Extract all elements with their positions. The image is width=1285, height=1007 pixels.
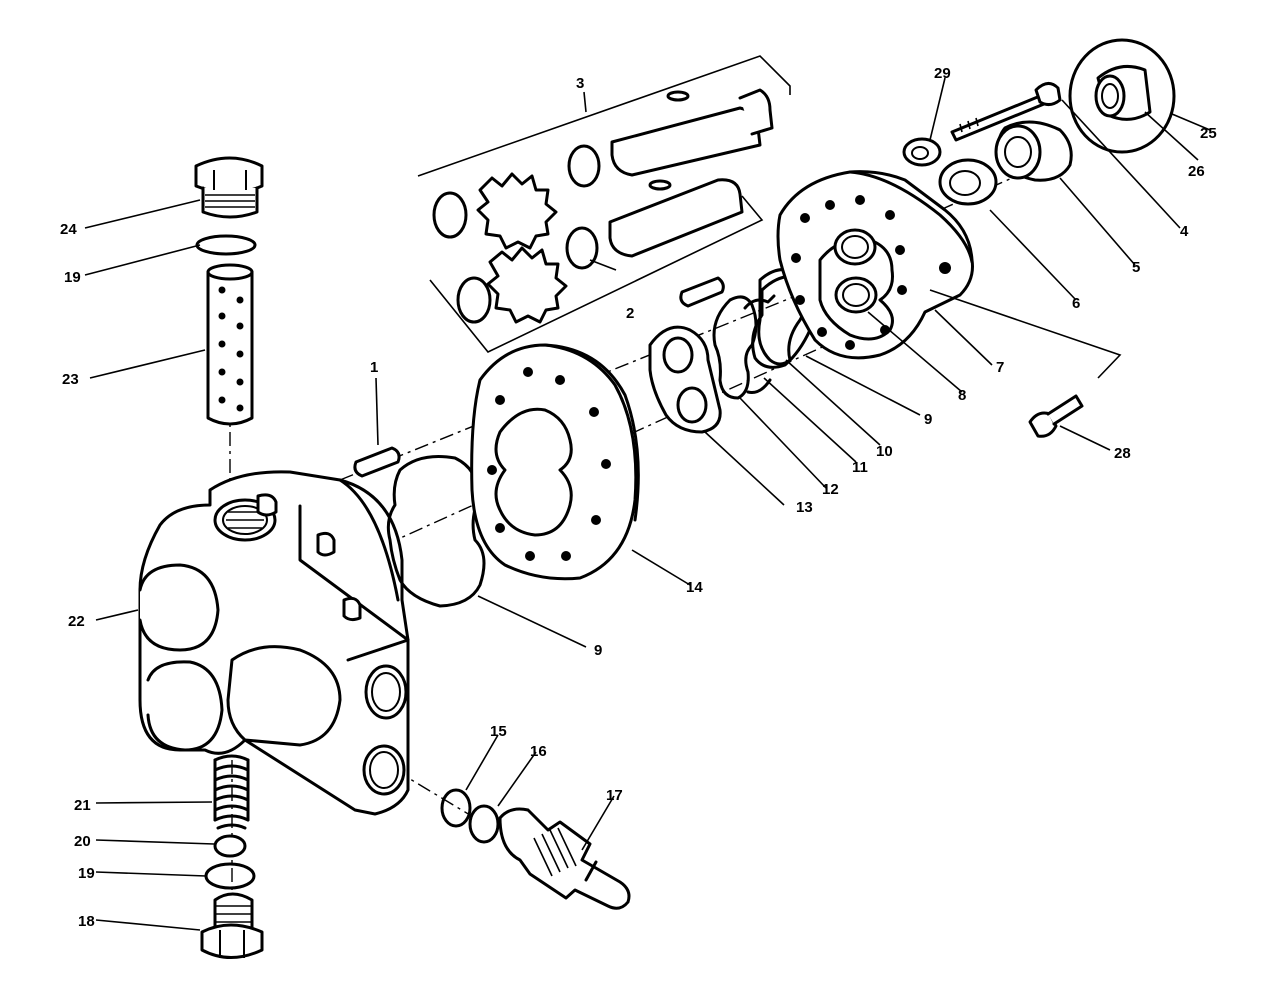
part-dowel-small	[679, 276, 725, 308]
part-4-bolt	[950, 82, 1062, 142]
part-9-gasket-left	[386, 455, 486, 608]
callout-8: 8	[958, 387, 966, 404]
part-12-seal	[712, 295, 758, 400]
callout-20: 20	[74, 833, 91, 850]
callout-15: 15	[490, 723, 507, 740]
part-24-plug	[194, 156, 264, 219]
callout-13: 13	[796, 499, 813, 516]
callout-21: 21	[74, 797, 91, 814]
callout-7: 7	[996, 359, 1004, 376]
part-25-seal-ring	[1068, 38, 1176, 154]
callout-1: 1	[370, 359, 378, 376]
callout-19-top: 19	[64, 269, 81, 286]
part-19-o-ring-bottom	[204, 862, 256, 890]
part-6-washer	[938, 158, 998, 206]
part-7-cover	[776, 170, 974, 360]
part-1-dowel-pin	[353, 446, 401, 478]
callout-labels: 1 2 3 4 5 6 7 8 9 10 11 12 13 14 9 15 16…	[60, 65, 1217, 930]
part-26-bushing	[1094, 64, 1152, 121]
part-29-washer	[902, 137, 942, 167]
leader-lines	[84, 77, 1211, 931]
callout-10: 10	[876, 443, 893, 460]
callout-3: 3	[576, 75, 584, 92]
part-14-flange-plate	[470, 343, 640, 581]
callout-9-left: 9	[594, 642, 602, 659]
part-20-ball	[213, 834, 247, 858]
callout-17: 17	[606, 787, 623, 804]
callout-25: 25	[1200, 125, 1217, 142]
bracket-28	[929, 289, 1122, 379]
callout-16: 16	[530, 743, 547, 760]
callout-26: 26	[1188, 163, 1205, 180]
callout-28: 28	[1114, 445, 1131, 462]
callout-2: 2	[626, 305, 634, 322]
bracket-2	[429, 195, 764, 353]
callout-6: 6	[1072, 295, 1080, 312]
part-19-o-ring-top	[195, 234, 257, 256]
part-21-spring	[213, 754, 250, 830]
callout-12: 12	[822, 481, 839, 498]
part-13-wear-plate	[648, 325, 722, 434]
part-5-bearing	[994, 120, 1073, 182]
callout-11: 11	[852, 459, 868, 476]
bracket-3	[417, 55, 791, 177]
callout-9-right: 9	[924, 411, 932, 428]
part-22-pump-body	[138, 470, 410, 816]
callout-22: 22	[68, 613, 85, 630]
part-17-relief-valve	[498, 807, 631, 910]
part-23-tube	[206, 263, 254, 426]
part-18-plug	[200, 892, 264, 959]
callout-18: 18	[78, 913, 95, 930]
callout-4: 4	[1180, 223, 1189, 240]
part-16-o-ring	[468, 804, 500, 844]
callout-19-bottom: 19	[78, 865, 95, 882]
callout-29: 29	[934, 65, 951, 82]
gear-group-3	[432, 88, 774, 250]
gear-group-2	[456, 178, 744, 324]
callout-24: 24	[60, 221, 77, 238]
part-28-cap-screw	[1028, 394, 1084, 438]
callout-5: 5	[1132, 259, 1140, 276]
callout-23: 23	[62, 371, 79, 388]
part-15-o-ring	[440, 788, 472, 828]
callout-14: 14	[686, 579, 703, 596]
